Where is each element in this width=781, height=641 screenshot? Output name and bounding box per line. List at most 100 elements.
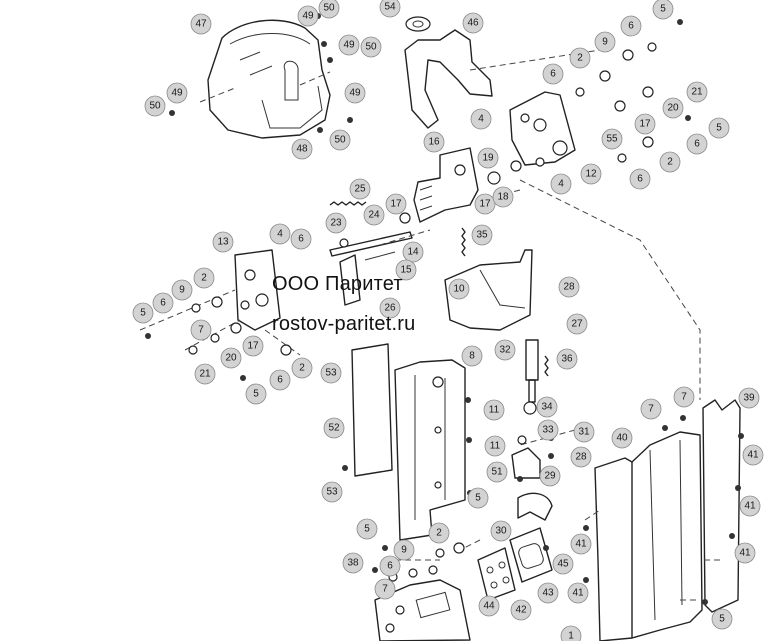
callout-label: 17 [479,199,491,210]
callout-label: 41 [744,501,756,512]
callout-balloon-6: 6 [290,228,312,250]
callout-balloon-5: 5 [245,383,267,405]
callout-label: 41 [575,539,587,550]
callout-balloon-44: 44 [478,595,500,617]
callout-label: 19 [482,153,494,164]
callout-balloon-16: 16 [423,131,445,153]
callout-balloon-11: 11 [483,399,505,421]
callout-label: 8 [469,351,475,362]
callout-label: 52 [328,423,340,434]
callout-balloon-5: 5 [711,608,733,630]
callout-label: 49 [171,88,183,99]
callout-label: 18 [497,192,509,203]
callout-label: 7 [198,325,204,336]
part-13-plate [234,249,281,331]
watermark-company: ООО Паритет [272,273,403,295]
callout-label: 6 [160,298,166,309]
callout-balloon-20: 20 [662,97,684,119]
callout-balloon-50: 50 [360,36,382,58]
callout-label: 10 [453,284,465,295]
callout-label: 38 [347,558,359,569]
callout-label: 49 [349,88,361,99]
callout-balloon-15: 15 [395,259,417,281]
part-1-bracket [374,579,471,641]
callout-label: 6 [298,234,304,245]
callout-label: 5 [716,123,722,134]
callout-label: 21 [691,87,703,98]
callout-label: 23 [330,218,342,229]
callout-label: 39 [743,393,755,404]
callout-label: 7 [681,392,687,403]
part-43-gasket [509,527,553,583]
callout-label: 54 [384,2,396,13]
callout-label: 45 [557,559,569,570]
callout-label: 29 [544,471,556,482]
callout-label: 5 [140,308,146,319]
callout-balloon-27: 27 [566,313,588,335]
callout-balloon-30: 30 [490,520,512,542]
callout-balloon-11: 11 [484,435,506,457]
callout-balloon-2: 2 [428,522,450,544]
callout-label: 46 [467,18,479,29]
callout-balloon-35: 35 [471,224,493,246]
callout-label: 5 [660,4,666,15]
callout-label: 2 [577,53,583,64]
callout-balloon-2: 2 [291,357,313,379]
part-40-column [594,431,703,641]
callout-balloon-36: 36 [556,348,578,370]
callout-balloon-26: 26 [379,297,401,319]
callout-balloon-9: 9 [594,31,616,53]
callout-balloon-47: 47 [190,13,212,35]
hardware [145,13,744,605]
callout-label: 9 [602,37,608,48]
callout-balloon-7: 7 [640,398,662,420]
callout-balloon-45: 45 [552,553,574,575]
callout-balloon-5: 5 [132,302,154,324]
callout-balloon-4: 4 [470,108,492,130]
callout-label: 28 [563,282,575,293]
callout-balloon-6: 6 [152,292,174,314]
callout-label: 49 [343,40,355,51]
callout-label: 34 [541,402,553,413]
callout-balloon-9: 9 [171,279,193,301]
callout-label: 7 [382,584,388,595]
callout-balloon-4: 4 [269,223,291,245]
part-16-bracket [413,147,479,223]
callout-label: 32 [499,345,511,356]
callout-balloon-21: 21 [686,81,708,103]
part-35-spring [461,227,466,257]
callout-balloon-9: 9 [393,539,415,561]
part-10-frame [444,249,533,331]
callout-balloon-33: 33 [537,419,559,441]
callout-balloon-43: 43 [537,582,559,604]
callout-balloon-39: 39 [738,387,760,409]
callout-label: 16 [428,137,440,148]
callout-label: 5 [364,524,370,535]
callout-label: 50 [149,101,161,112]
callout-label: 5 [253,389,259,400]
callout-balloon-19: 19 [477,147,499,169]
callout-balloon-41: 41 [567,582,589,604]
callout-balloon-6: 6 [686,133,708,155]
callout-label: 41 [747,450,759,461]
callout-label: 5 [475,493,481,504]
callout-balloon-12: 12 [580,163,602,185]
callout-balloon-29: 29 [539,465,561,487]
callout-label: 33 [542,425,554,436]
callout-label: 9 [401,545,407,556]
callout-balloon-54: 54 [379,0,401,18]
callout-balloon-49: 49 [297,5,319,27]
callout-label: 27 [571,319,583,330]
callout-label: 2 [299,363,305,374]
callout-balloon-52: 52 [323,417,345,439]
callout-balloon-49: 49 [344,82,366,104]
callout-balloon-31: 31 [573,421,595,443]
callout-balloon-51: 51 [486,461,508,483]
callout-balloon-5: 5 [652,0,674,20]
callout-label: 17 [247,341,259,352]
callout-label: 1 [568,631,574,641]
callout-label: 5 [719,614,725,625]
callout-label: 40 [616,433,628,444]
callout-balloon-20: 20 [220,347,242,369]
callout-label: 30 [495,526,507,537]
